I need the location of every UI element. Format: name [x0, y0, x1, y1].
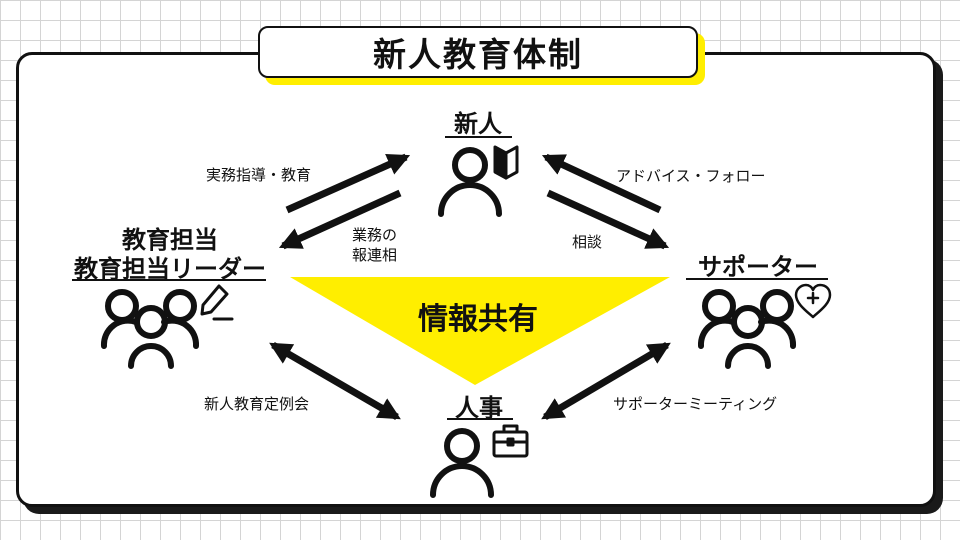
hr-person-icon — [430, 428, 494, 498]
arrow-leader-hr — [269, 341, 401, 421]
briefcase-icon — [492, 424, 529, 458]
diagram-title: 新人教育体制 — [373, 35, 583, 74]
title-box: 新人教育体制 — [258, 26, 698, 78]
hr-underline — [447, 418, 513, 420]
label-supporter-meeting: サポーターミーティング — [613, 395, 778, 413]
label-practical-guidance: 実務指導・教育 — [206, 166, 312, 184]
label-report-line2: 報連相 — [352, 246, 398, 264]
arrow-leader-to-newcomer — [285, 153, 411, 214]
label-report-line1: 業務の — [352, 226, 398, 244]
role-hr: 人事 — [455, 394, 503, 422]
newcomer-person-icon — [438, 147, 502, 217]
role-leader-line2: 教育担当リーダー — [74, 255, 266, 283]
arrow-supporter-hr — [541, 341, 671, 421]
newcomer-underline — [445, 136, 512, 138]
beginner-mark-icon — [493, 145, 519, 180]
role-newcomer: 新人 — [454, 110, 502, 138]
info-sharing-triangle — [290, 277, 670, 385]
heart-plus-icon — [794, 283, 832, 319]
arrow-supporter-to-newcomer — [541, 153, 662, 214]
role-supporter: サポーター — [698, 253, 818, 281]
arrow-newcomer-to-leader — [278, 189, 402, 250]
leader-group-icon — [100, 289, 200, 369]
leader-underline — [72, 279, 266, 281]
supporter-group-icon — [697, 289, 797, 369]
info-sharing-label: 情報共有 — [418, 302, 538, 337]
role-leader-line1: 教育担当 — [122, 226, 218, 254]
label-consult: 相談 — [572, 233, 603, 251]
arrow-newcomer-to-supporter — [546, 189, 670, 250]
supporter-underline — [686, 278, 828, 280]
label-training-meeting: 新人教育定例会 — [204, 395, 310, 413]
label-advice-follow: アドバイス・フォロー — [616, 167, 766, 185]
pencil-icon — [200, 284, 234, 321]
